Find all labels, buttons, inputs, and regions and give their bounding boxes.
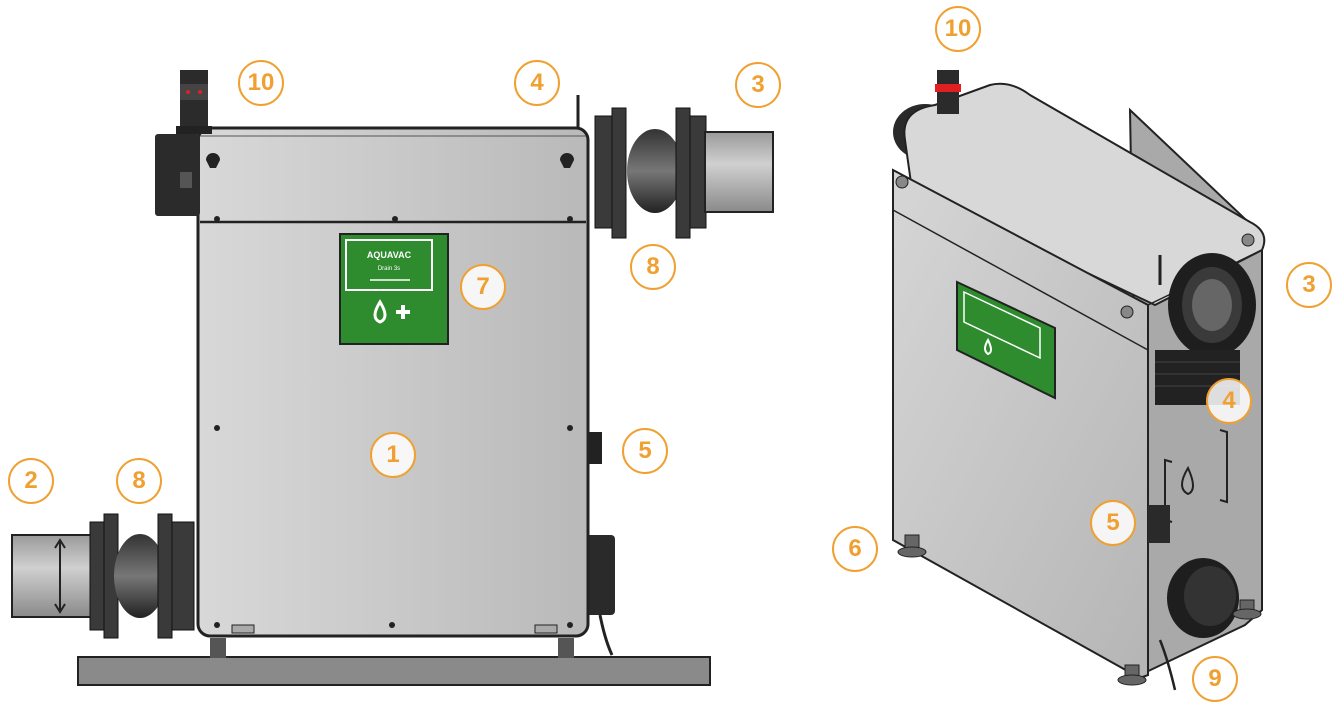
iso-top-valve <box>935 70 961 114</box>
callout-5: 5 <box>622 428 668 474</box>
callout-5: 5 <box>1090 500 1136 546</box>
callout-9: 9 <box>1192 656 1238 702</box>
drain-housing <box>585 535 615 615</box>
side-switch <box>588 432 602 464</box>
panel-brand-text: AQUAVAC <box>367 250 412 260</box>
callout-8: 8 <box>116 458 162 504</box>
callout-10: 10 <box>935 6 981 52</box>
hanger-hole <box>560 153 574 168</box>
hanger-hole <box>206 153 220 168</box>
iso-water-drop-icon <box>984 337 992 356</box>
inlet-stub <box>155 134 200 216</box>
callout-3: 3 <box>1286 262 1332 308</box>
callout-2: 2 <box>8 458 54 504</box>
callout-8: 8 <box>630 244 676 290</box>
callout-4: 4 <box>514 60 560 106</box>
callout-7: 7 <box>460 264 506 310</box>
foot <box>210 638 226 658</box>
plus-icon <box>396 305 410 319</box>
callout-4: 4 <box>1206 378 1252 424</box>
inlet-connector <box>11 513 195 639</box>
main-body <box>196 126 590 638</box>
callout-10: 10 <box>238 60 284 106</box>
panel-model-text: Drain 3s <box>378 266 400 272</box>
front-view: AQUAVAC Drain 3s <box>11 70 774 686</box>
floor-base <box>77 656 711 686</box>
callout-1: 1 <box>370 432 416 478</box>
top-valve <box>176 70 212 134</box>
iso-side-switch <box>1148 505 1170 543</box>
outlet-connector <box>594 107 774 239</box>
iso-control-panel <box>956 280 1056 400</box>
water-drop-icon <box>373 299 387 324</box>
iso-top-face <box>903 82 1266 307</box>
foot <box>558 638 574 658</box>
isometric-view <box>892 70 1266 691</box>
callout-6: 6 <box>832 526 878 572</box>
callout-3: 3 <box>735 62 781 108</box>
